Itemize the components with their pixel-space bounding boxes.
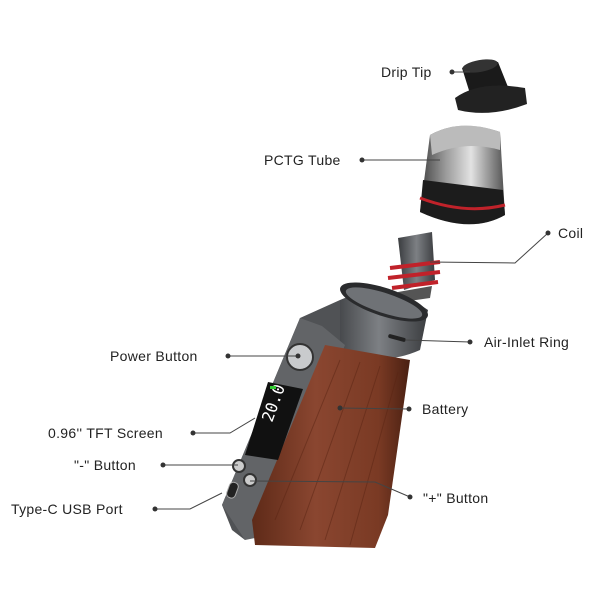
label-battery: Battery	[422, 401, 469, 417]
drip-tip-part	[455, 59, 527, 113]
air-inlet-ring-part	[330, 282, 428, 359]
minus-button-part	[232, 459, 246, 473]
coil-part	[387, 232, 441, 302]
leader-dots	[152, 69, 551, 512]
label-minus-button: "-" Button	[74, 457, 136, 473]
label-power-button: Power Button	[110, 348, 198, 364]
label-plus-button: "+" Button	[423, 490, 489, 506]
pctg-tube-part	[419, 125, 506, 225]
label-pctg-tube: PCTG Tube	[264, 152, 341, 168]
label-tft-screen: 0.96'' TFT Screen	[48, 425, 163, 441]
plus-button-part	[243, 473, 257, 487]
leader-lines	[155, 71, 549, 510]
usb-port-part	[226, 481, 239, 499]
label-type-c-port: Type-C USB Port	[11, 501, 123, 517]
label-drip-tip: Drip Tip	[381, 64, 432, 80]
label-coil: Coil	[558, 225, 584, 241]
label-air-inlet-ring: Air-Inlet Ring	[484, 334, 570, 350]
